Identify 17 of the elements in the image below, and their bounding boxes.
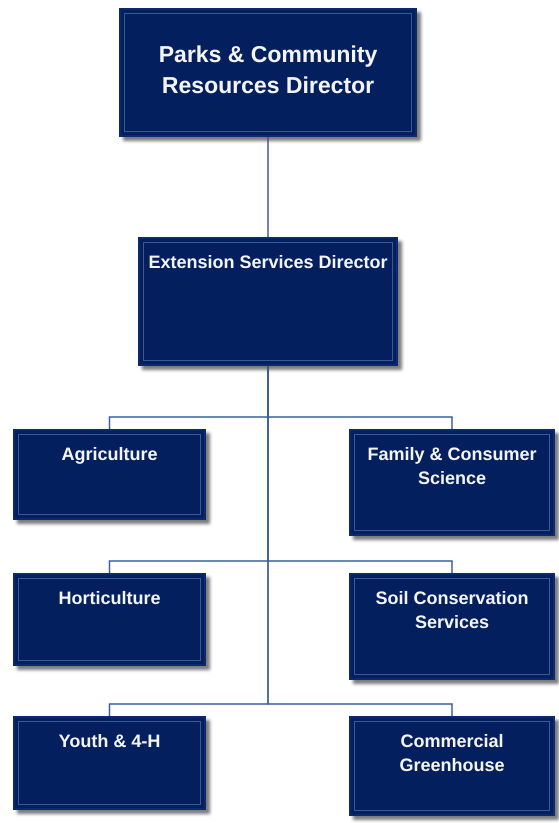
org-box [119,8,417,137]
org-box [13,573,206,666]
org-box [13,716,206,810]
role-title: Soil Conservation Services [374,587,530,634]
role-title: Extension Services Director [148,251,388,274]
connector-line [267,137,269,237]
org-box [349,716,555,816]
role-title: Commercial Greenhouse [398,730,506,777]
org-box [13,429,206,520]
role-title: Horticulture [58,587,160,610]
role-title: Youth & 4-H [58,730,160,753]
role-title: Agriculture [61,443,158,466]
role-title: Parks & Community Resources Director [158,40,378,100]
role-title: Family & Consumer Science [366,443,538,490]
org-box [138,237,398,366]
org-box [349,429,555,536]
org-box [349,573,555,680]
